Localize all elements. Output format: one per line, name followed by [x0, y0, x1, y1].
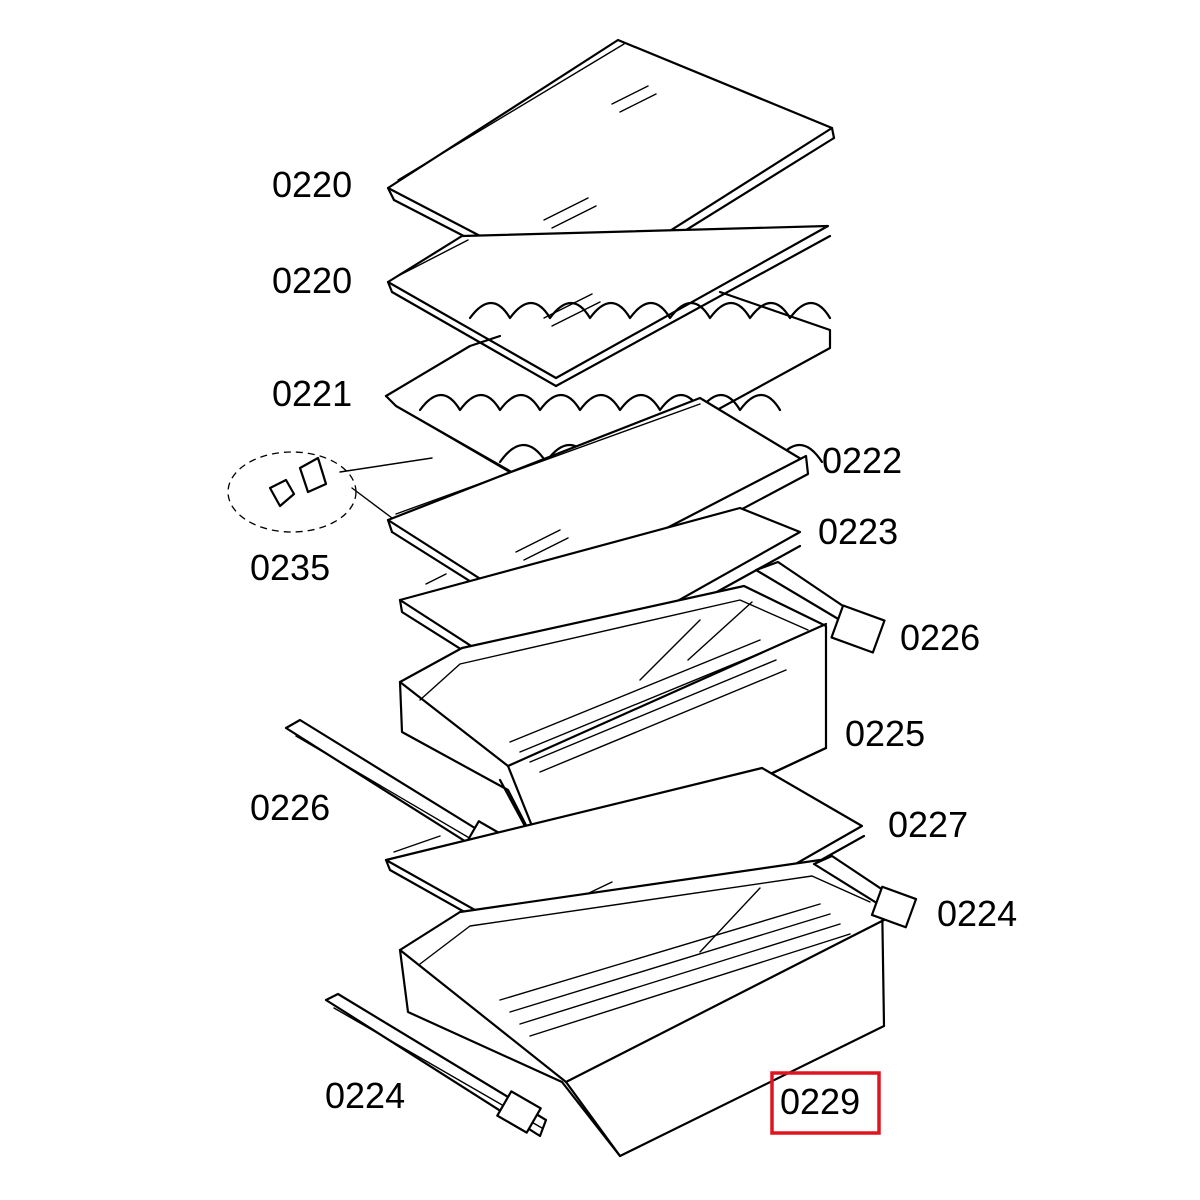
glass-shelf-0220-second: [386, 224, 832, 388]
label-0220-top: 0220: [272, 164, 352, 205]
label-0222: 0222: [822, 440, 902, 481]
rail-0226-right: [754, 560, 886, 654]
label-0226-left: 0226: [250, 787, 330, 828]
label-0229: 0229: [780, 1081, 860, 1122]
label-0223: 0223: [818, 511, 898, 552]
clips-0235: [227, 451, 433, 533]
crisper-drawer-0229: [398, 858, 886, 1158]
rail-0224-right: [812, 854, 918, 929]
label-0227: 0227: [888, 804, 968, 845]
rail-0224-left: [324, 992, 548, 1138]
label-0235: 0235: [250, 547, 330, 588]
label-0225: 0225: [845, 713, 925, 754]
label-0226-right: 0226: [900, 617, 980, 658]
label-0221: 0221: [272, 373, 352, 414]
label-0220-second: 0220: [272, 260, 352, 301]
highlight-box: [770, 1071, 881, 1135]
label-0224-right: 0224: [937, 893, 1017, 934]
label-0224-left: 0224: [325, 1075, 405, 1116]
